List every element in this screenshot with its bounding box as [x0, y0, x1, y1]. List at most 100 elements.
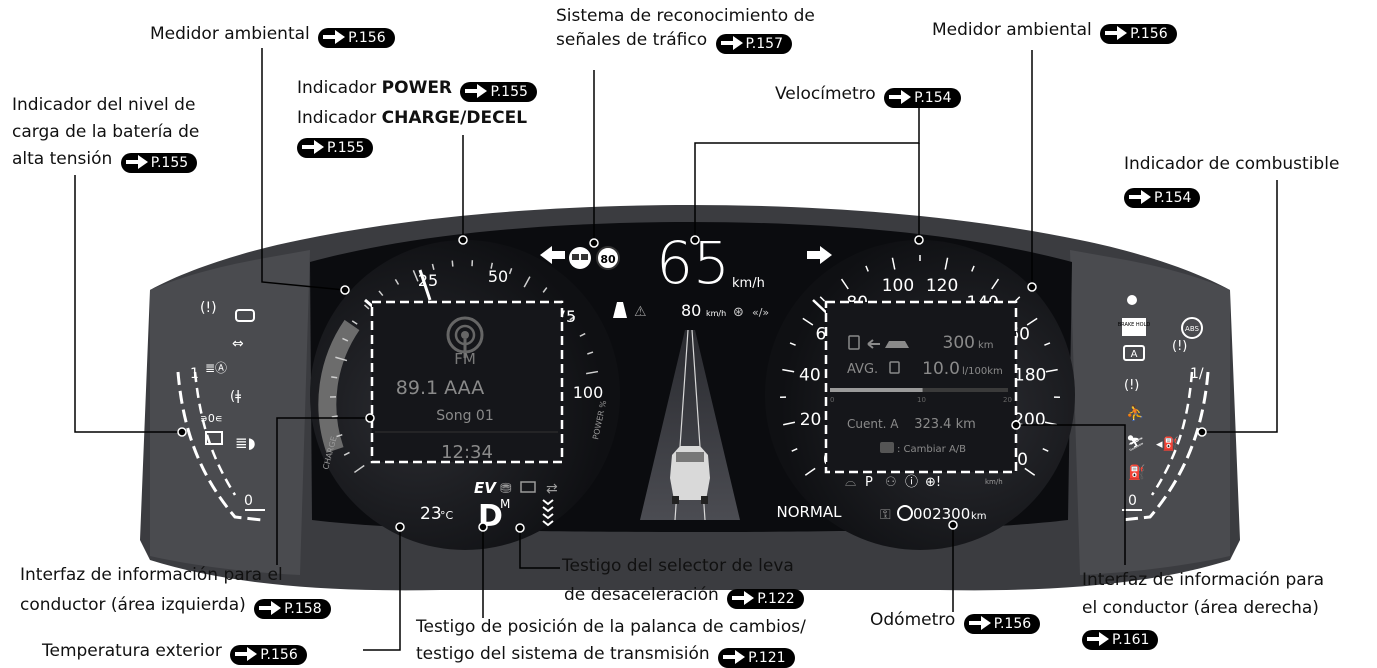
outside-temp: 23 — [420, 504, 442, 524]
svg-text:10: 10 — [917, 396, 926, 404]
svg-text:20: 20 — [1003, 396, 1012, 404]
fog-light-icon: (ǂ — [230, 389, 241, 404]
tpms-icon: (!) — [200, 300, 217, 316]
seatbelt-icon: ⛃ — [500, 481, 512, 497]
label-indicador-power: Indicador POWER P.155 Indicador CHARGE/D… — [297, 76, 537, 158]
fuel-cap-icon: ◂⛽ — [1156, 436, 1179, 452]
left-gauge-tick-label: 25 — [418, 271, 438, 290]
page-ref-badge[interactable]: P.156 — [1100, 24, 1176, 44]
page-ref-badge[interactable]: P.156 — [964, 614, 1040, 634]
trip-label: Cuent. A — [847, 417, 899, 431]
avg-unit: l/100km — [962, 366, 1003, 377]
battery-gauge-bottom: 0 — [244, 493, 253, 509]
arrow-right-icon — [126, 155, 148, 169]
page-ref-badge[interactable]: P.155 — [460, 82, 536, 102]
arrow-right-icon — [721, 36, 743, 50]
fuel-economy-bar — [830, 388, 923, 392]
fuel-gauge-bottom: 0 — [1128, 493, 1137, 509]
arrow-right-icon — [1129, 190, 1151, 204]
trip-value: 323.4 km — [914, 417, 976, 432]
seatbelt-rear-icon: ⛷ — [1126, 434, 1145, 452]
audio-band: FM — [454, 350, 476, 368]
arrow-right-icon — [259, 601, 281, 615]
arrow-right-icon — [235, 647, 257, 661]
speedo-tick-label: 40 — [799, 366, 821, 386]
page-ref-badge[interactable]: P.155 — [121, 153, 197, 173]
avg-label: AVG. — [847, 362, 878, 377]
audio-station: 89.1 AAA — [396, 377, 484, 399]
left-gauge-tick-label: 100 — [573, 383, 604, 402]
page-ref-badge[interactable]: P.155 — [297, 138, 373, 158]
lkas-icon: «/» — [752, 306, 769, 319]
page-ref-badge[interactable]: P.161 — [1082, 630, 1158, 650]
power-system-icon — [1127, 295, 1137, 305]
arrow-right-icon — [889, 90, 911, 104]
left-gauge-tick-label: 50 — [488, 267, 508, 286]
speed-unit: km/h — [732, 276, 765, 291]
airbag-icon: ⚇ — [885, 475, 897, 490]
switch-label: : Cambiar A/B — [897, 444, 966, 455]
page-ref-badge[interactable]: P.157 — [716, 34, 792, 54]
svg-text:ABS: ABS — [1185, 325, 1199, 333]
high-beam-icon: ≣◗ — [235, 434, 256, 452]
label-medidor-ambiental-izq: Medidor ambiental P.156 — [150, 22, 395, 48]
page-ref-badge[interactable]: P.158 — [254, 599, 330, 619]
page-ref-badge[interactable]: P.154 — [884, 88, 960, 108]
label-combustible: Indicador de combustible P.154 — [1124, 149, 1339, 209]
speedo-tick-label: 180 — [1014, 366, 1046, 386]
arrow-right-icon — [1105, 26, 1127, 40]
car-icon — [670, 446, 710, 504]
low-fuel-icon: ⛽ — [1128, 464, 1145, 481]
label-interfaz-izq: Interfaz de información para el conducto… — [20, 560, 331, 620]
odometer-value: 002300 — [913, 505, 970, 523]
label-interfaz-der: Interfaz de información para el conducto… — [1082, 566, 1324, 650]
label-temperatura: Temperatura exterior P.156 — [42, 639, 307, 665]
range-unit: km — [978, 340, 994, 351]
warning-icon: ⊕! — [925, 475, 941, 490]
page-ref-badge[interactable]: P.121 — [718, 648, 794, 668]
page-ref-badge[interactable]: P.122 — [727, 589, 803, 609]
temp-unit: °C — [440, 509, 454, 522]
speedo-unit: km/h — [985, 478, 1003, 486]
headlight-auto-icon: ≣Ⓐ — [205, 361, 227, 375]
clock: 12:34 — [441, 442, 493, 463]
left-pod — [150, 250, 310, 575]
arrow-right-icon — [302, 140, 324, 154]
arrow-right-icon — [1087, 632, 1109, 646]
seatbelt-reminder-icon: ⛹ — [1126, 403, 1145, 422]
label-odometro: Odómetro P.156 — [870, 608, 1040, 634]
drive-mode: NORMAL — [776, 503, 842, 521]
arrow-right-icon — [723, 650, 745, 664]
label-sistema-senales: Sistema de reconocimiento de señales de … — [556, 4, 815, 54]
avg-value: 10.0 — [922, 359, 960, 379]
svg-text:0: 0 — [830, 396, 834, 404]
page-ref-badge[interactable]: P.154 — [1124, 188, 1200, 208]
brake-system-icon: (!) — [1172, 339, 1187, 354]
parking-sensor-icon: P — [865, 475, 873, 490]
acc-speed: 80 — [681, 301, 701, 320]
right-pod — [1070, 250, 1230, 575]
svg-text:BRAKE HOLD: BRAKE HOLD — [1118, 322, 1151, 328]
left-gauge-tick — [331, 377, 337, 378]
info-icon: ⓘ — [905, 475, 918, 490]
key-icon: ⚿ — [880, 507, 891, 523]
speedo-tick-label: 120 — [926, 276, 958, 296]
speedo-tick-label: 20 — [800, 410, 822, 430]
range-value: 300 — [943, 333, 975, 353]
lane-departure-icon: ⚠ — [634, 304, 647, 320]
arrow-right-icon — [732, 591, 754, 605]
label-testigo-posicion: Testigo de posición de la palanca de cam… — [416, 614, 806, 668]
page-ref-badge[interactable]: P.156 — [230, 645, 306, 665]
ev-indicator: EV — [474, 479, 497, 497]
arrow-right-icon — [969, 616, 991, 630]
left-gauge-tick — [332, 416, 338, 417]
right-info-panel: 300 km AVG. 10.0 l/100km 0 10 20 Cuent. … — [826, 302, 1016, 472]
left-info-panel: FM 89.1 AAA Song 01 12:34 — [372, 302, 562, 463]
label-velocimetro: Velocímetro P.154 — [775, 82, 961, 108]
page-ref-badge[interactable]: P.156 — [318, 28, 394, 48]
svg-text:A: A — [1131, 349, 1138, 360]
brake-warning-icon: (!) — [1124, 378, 1139, 393]
left-gauge-tick — [452, 261, 453, 267]
tire-pressure-icon: ⌓ — [845, 474, 856, 490]
vsa-icon: ⇄ — [546, 481, 558, 497]
